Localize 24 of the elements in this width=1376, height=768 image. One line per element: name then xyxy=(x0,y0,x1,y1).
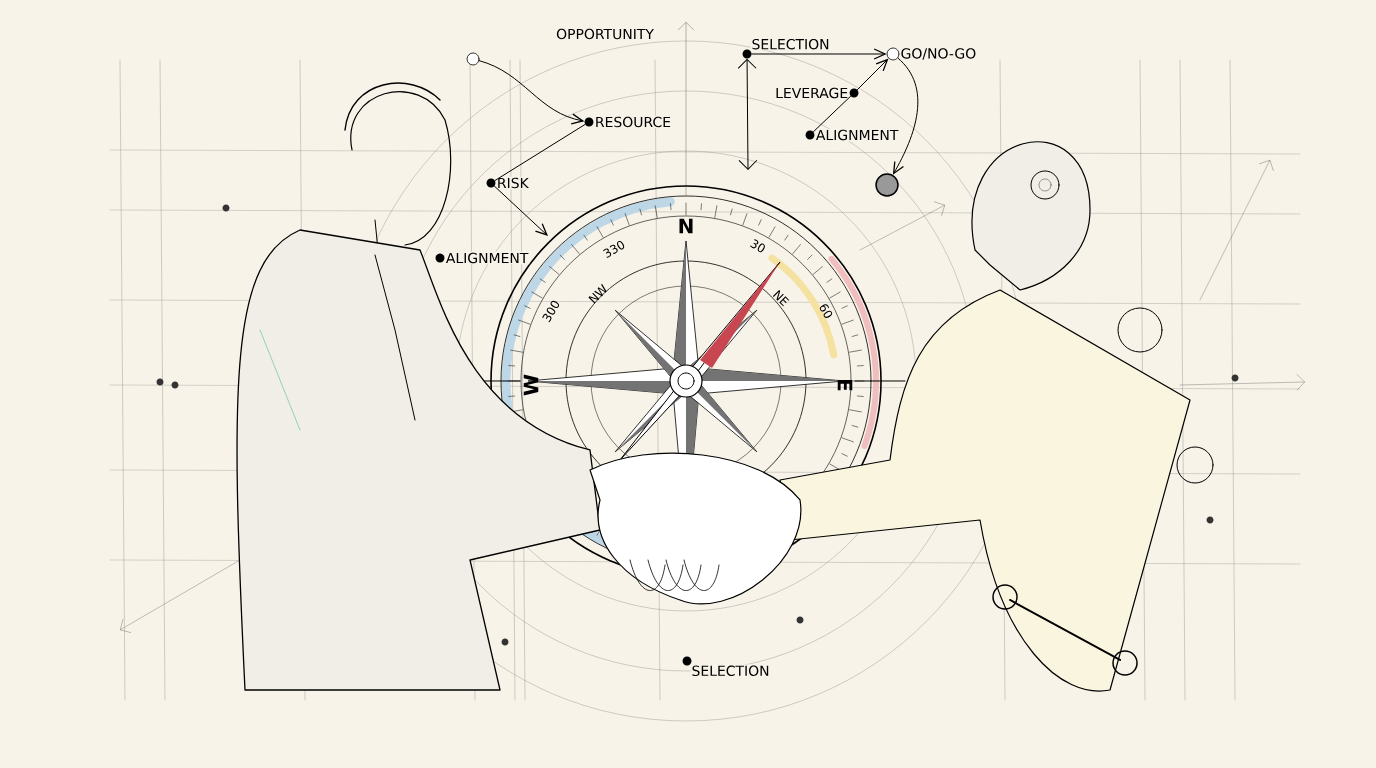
arrow xyxy=(892,57,919,175)
arrow xyxy=(493,185,548,236)
compass-mark: N xyxy=(679,218,693,234)
compass-mark: 330 xyxy=(603,240,625,258)
arrow xyxy=(751,48,887,60)
node-label: SELECTION xyxy=(692,665,769,677)
compass-mark: NE xyxy=(772,289,790,307)
node-label: ALIGNMENT xyxy=(816,129,899,141)
node-label: ALIGNMENT xyxy=(446,252,529,264)
flow-label: OPPORTUNITY xyxy=(556,28,654,40)
compass-mark: E xyxy=(837,380,853,391)
node-label: RESOURCE xyxy=(596,116,671,128)
compass-mark: 60 xyxy=(819,304,833,318)
node-label: LEVERAGE xyxy=(776,87,848,99)
node-label: SELECTION xyxy=(752,38,829,50)
node-label: GO/NO-GO xyxy=(901,48,976,60)
node-label: RISK xyxy=(498,177,529,189)
compass-mark: NW xyxy=(588,283,607,304)
arrow xyxy=(856,58,889,91)
hatched-circle xyxy=(875,173,899,197)
arrow xyxy=(478,60,585,125)
arrow xyxy=(737,58,758,170)
compass-mark: 30 xyxy=(750,239,765,253)
compass-mark: W xyxy=(523,374,539,396)
